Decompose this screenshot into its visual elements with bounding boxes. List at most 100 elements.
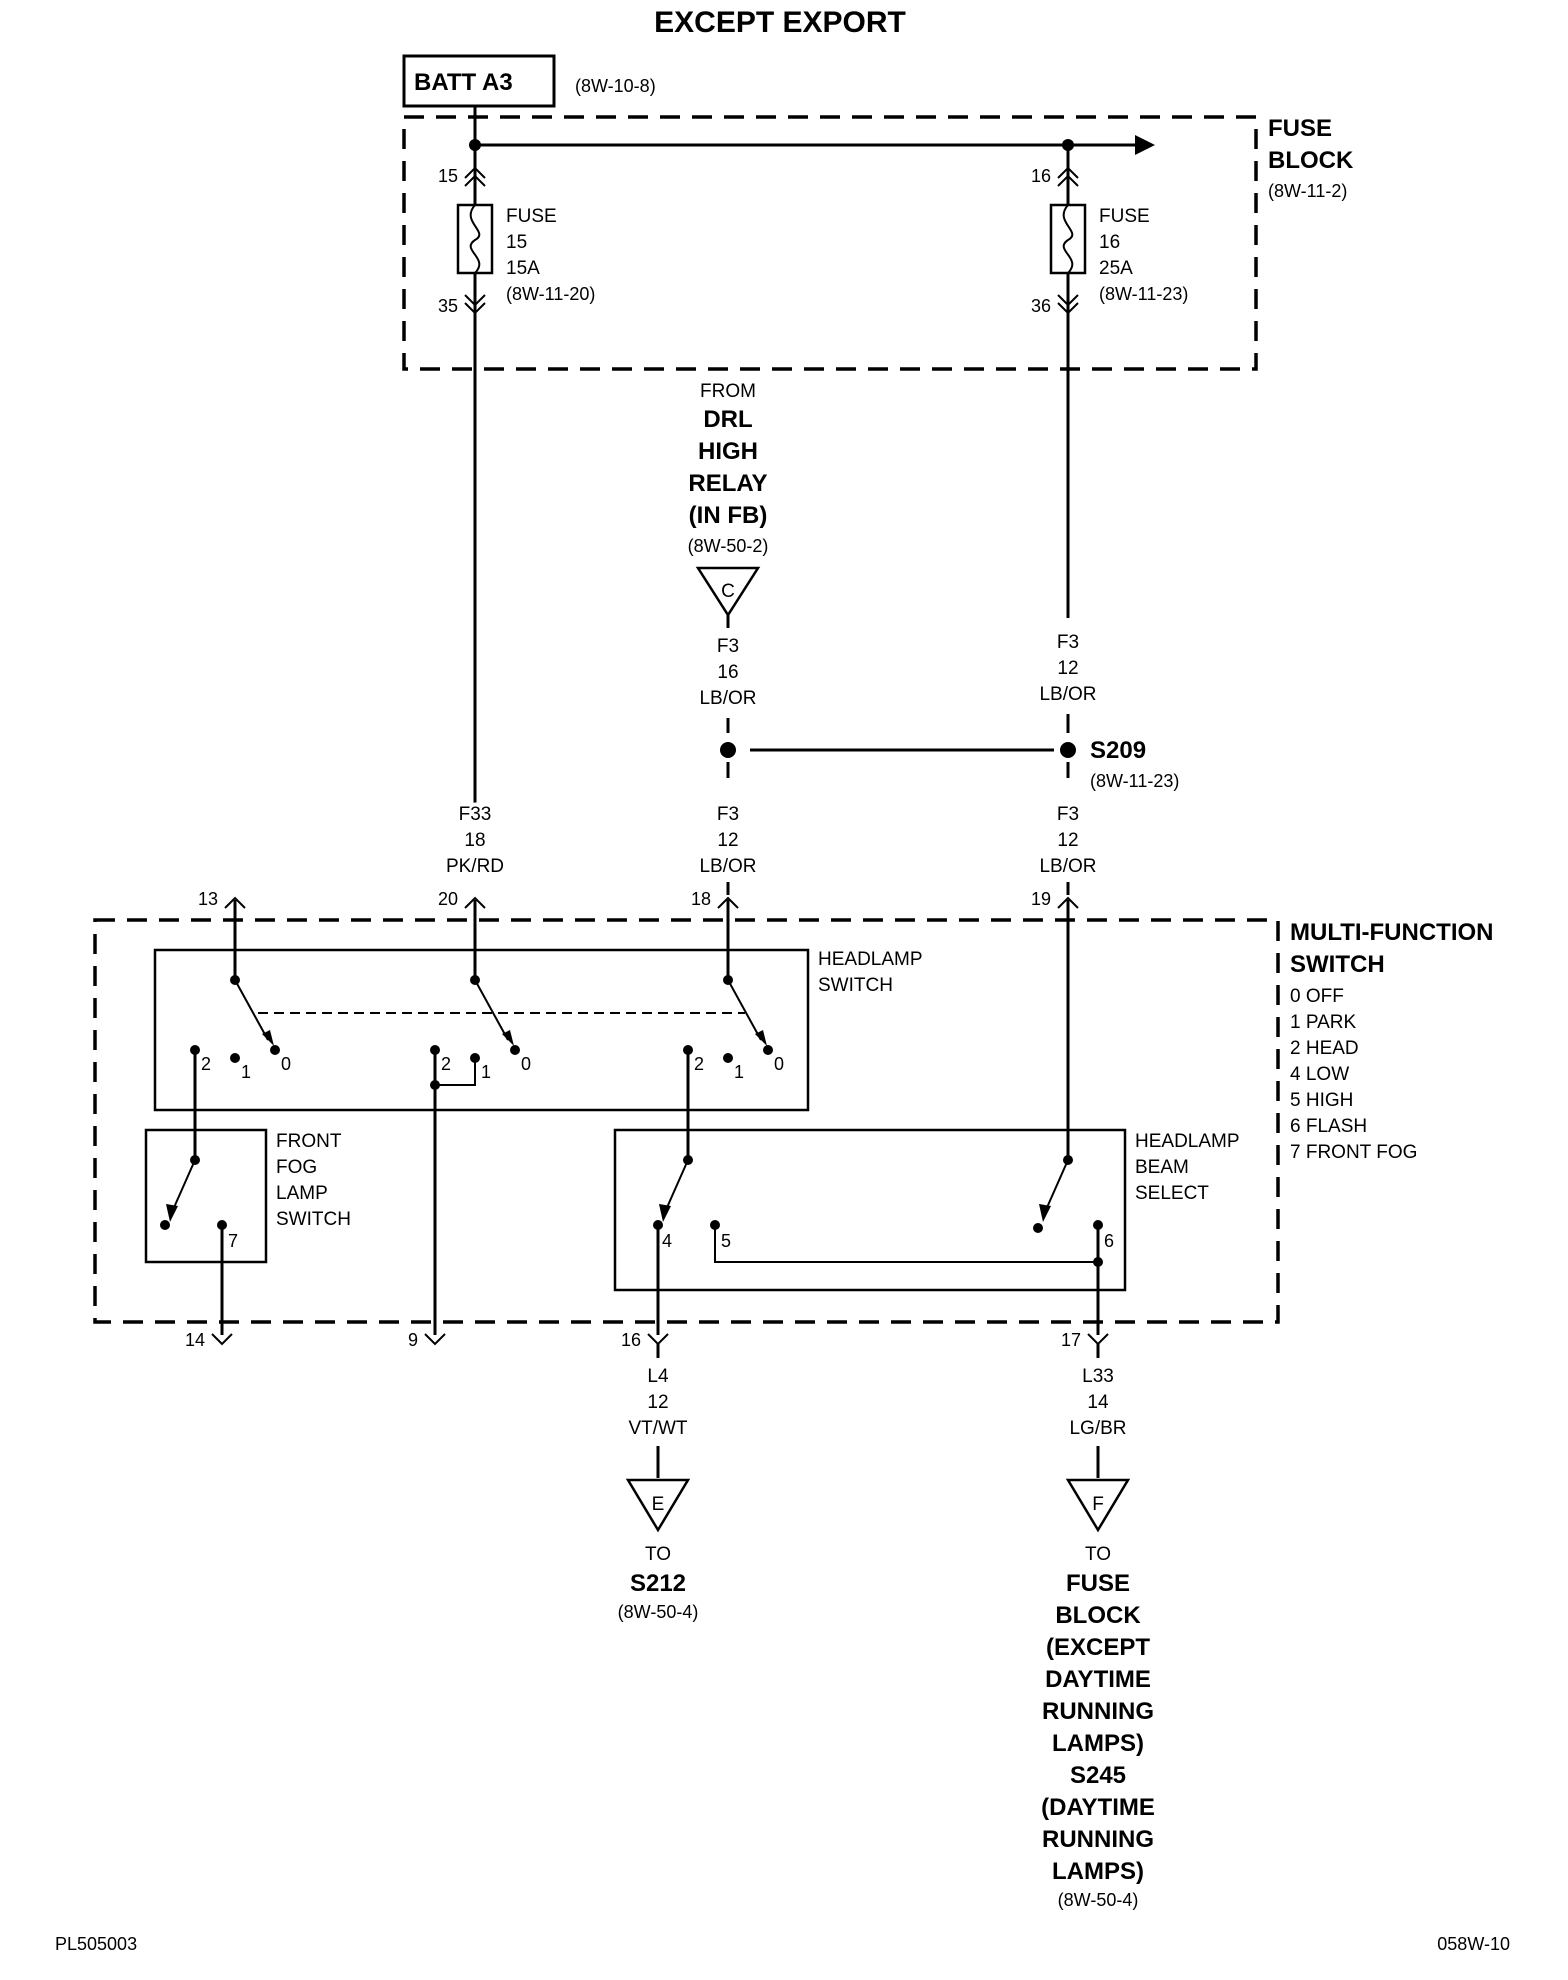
fuse15-label-1: FUSE: [506, 206, 557, 227]
connector-f-line-6: LAMPS): [1052, 1730, 1144, 1757]
hs1-pos-0: 0: [281, 1054, 291, 1074]
l4-wire-gauge: 12: [647, 1392, 668, 1413]
headlamp-switch-pole-1: [190, 975, 280, 1063]
fuse15-pin-35-connector: [464, 294, 486, 307]
beam-select-low-high-contact: [653, 1155, 720, 1230]
pin19-wire-circuit: F3: [1057, 804, 1079, 825]
beam-pos-4: 4: [662, 1231, 672, 1251]
connector-f-line-5: RUNNING: [1042, 1698, 1154, 1725]
hs3-pos-1: 1: [734, 1062, 744, 1082]
pin19-wire-color: LB/OR: [1039, 856, 1096, 877]
connector-f-line-1: FUSE: [1066, 1570, 1130, 1597]
pin18-wire-gauge: 12: [717, 830, 738, 851]
fuse16-pin-16-connector: [1057, 166, 1079, 179]
headlamp-switch-box: [153, 948, 810, 1112]
drl-label-drl: DRL: [703, 406, 752, 433]
l33-wire-circuit: L33: [1082, 1366, 1114, 1387]
fog-switch-label-3: LAMP: [276, 1183, 328, 1204]
fuse16-element: [1062, 204, 1074, 274]
l4-wire-circuit: L4: [647, 1366, 669, 1387]
pin-9-connector: [424, 1333, 446, 1346]
hs3-pos-0: 0: [774, 1054, 784, 1074]
fuse16-in-pin: 16: [1031, 166, 1051, 186]
beam-select-box: [613, 1128, 1127, 1292]
pin-18-connector: [717, 882, 739, 978]
drl-label-high: HIGH: [698, 438, 758, 465]
fuse15-label-2: 15: [506, 232, 527, 253]
hs2-pos-0: 0: [521, 1054, 531, 1074]
hs3-pos-2: 2: [694, 1054, 704, 1074]
headlamp-switch-label-1: HEADLAMP: [818, 949, 923, 970]
drl-wire-gauge: 16: [717, 662, 738, 683]
fuse16-label-1: FUSE: [1099, 206, 1150, 227]
beam-select-flash-contact: [1033, 1155, 1103, 1233]
mfs-legend-park: 1 PARK: [1290, 1012, 1357, 1033]
fog-pos-7: 7: [228, 1231, 238, 1251]
drl-label-in-fb: (IN FB): [689, 502, 768, 529]
l33-wire-color: LG/BR: [1069, 1418, 1126, 1439]
pin-20-label: 20: [438, 889, 458, 909]
pin19-wire-gauge: 12: [1057, 830, 1078, 851]
l4-wire-color: VT/WT: [628, 1418, 687, 1439]
fuse16-wire-color: LB/OR: [1039, 684, 1096, 705]
fuse16-wire-gauge: 12: [1057, 658, 1078, 679]
pin-18-label: 18: [691, 889, 711, 909]
mfs-boundary: [93, 918, 1280, 1324]
diagram-title: EXCEPT EXPORT: [654, 6, 906, 39]
pin18-wire-circuit: F3: [717, 804, 739, 825]
drl-label-relay: RELAY: [688, 470, 767, 497]
fog-switch-label-4: SWITCH: [276, 1209, 351, 1230]
mfs-legend-off: 0 OFF: [1290, 986, 1344, 1007]
mfs-legend-high: 5 HIGH: [1290, 1090, 1353, 1111]
f33-wire-color: PK/RD: [446, 856, 504, 877]
headlamp-switch-pole-2: [430, 975, 520, 1090]
hs2-pos-1: 1: [481, 1062, 491, 1082]
hs2-pos-2: 2: [441, 1054, 451, 1074]
drl-from-label: FROM: [700, 381, 756, 402]
splice-left-dot: [720, 742, 736, 758]
beam-select-label-1: HEADLAMP: [1135, 1131, 1240, 1152]
connector-f-letter: F: [1092, 1494, 1104, 1515]
drl-wire-circuit: F3: [717, 636, 739, 657]
pin-9-label: 9: [408, 1330, 418, 1350]
fuse-block-ref: (8W-11-2): [1268, 181, 1347, 201]
f33-wire-circuit: F33: [459, 804, 492, 825]
connector-f-line-7: S245: [1070, 1762, 1126, 1789]
connector-f-line-2: BLOCK: [1055, 1602, 1141, 1629]
fuse15-out-pin: 35: [438, 296, 458, 316]
splice-s209-dot: [1060, 742, 1076, 758]
beam-pos-6: 6: [1104, 1231, 1114, 1251]
mfs-legend-head: 2 HEAD: [1290, 1038, 1359, 1059]
connector-f-line-3: (EXCEPT: [1046, 1634, 1150, 1661]
fog-switch-label-2: FOG: [276, 1157, 317, 1178]
pin-17-connector: [1087, 1333, 1109, 1346]
pin-19-connector: [1057, 882, 1079, 1160]
mfs-legend-low: 4 LOW: [1290, 1064, 1349, 1085]
batt-a3-ref: (8W-10-8): [575, 76, 656, 96]
pin-13-label: 13: [198, 889, 218, 909]
fuse16-out-pin: 36: [1031, 296, 1051, 316]
mfs-legend-flash: 6 FLASH: [1290, 1116, 1367, 1137]
hs1-pos-1: 1: [241, 1062, 251, 1082]
connector-f-line-8: (DAYTIME: [1041, 1794, 1155, 1821]
drl-ref: (8W-50-2): [688, 536, 769, 556]
drl-wire-color: LB/OR: [699, 688, 756, 709]
fuse15-pin-15-connector: [464, 166, 486, 179]
fuse16-pin-36-connector: [1057, 294, 1079, 307]
fuse-block-title-1: FUSE: [1268, 115, 1332, 142]
headlamp-switch-pole-3: [683, 975, 773, 1063]
headlamp-switch-label-2: SWITCH: [818, 975, 893, 996]
pin18-wire-color: LB/OR: [699, 856, 756, 877]
l33-wire-gauge: 14: [1087, 1392, 1109, 1413]
fuse15-pin-35-connector-b: [464, 302, 486, 315]
beam-select-label-3: SELECT: [1135, 1183, 1209, 1204]
connector-e-to: TO: [645, 1544, 671, 1565]
pin-20-connector: [464, 896, 486, 978]
bus-continues-arrow: [1135, 135, 1155, 155]
splice-s209-label: S209: [1090, 737, 1146, 764]
fuse15-label-3: 15A: [506, 258, 540, 279]
fuse16-label-2: 16: [1099, 232, 1120, 253]
connector-f-line-9: RUNNING: [1042, 1826, 1154, 1853]
fuse16-wire-circuit: F3: [1057, 632, 1079, 653]
